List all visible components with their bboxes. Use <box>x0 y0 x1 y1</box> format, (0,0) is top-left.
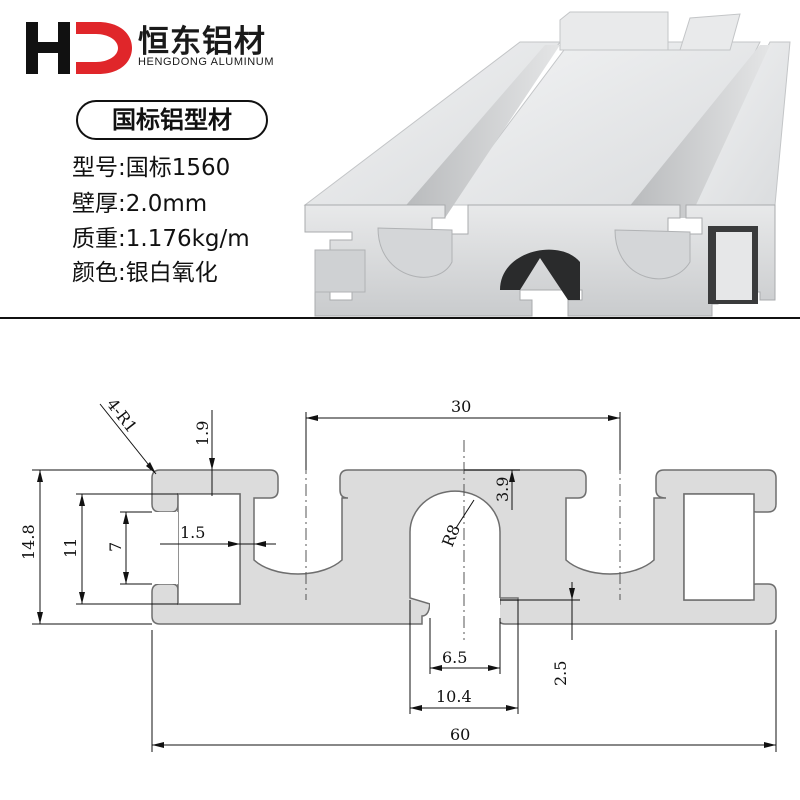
dim-top-lip: 1.9 <box>193 421 212 446</box>
spec-wall-thickness: 壁厚:2.0mm <box>72 184 207 218</box>
dim-slot-center-width: 30 <box>451 397 471 416</box>
spec-color-label: 颜色: <box>72 260 126 286</box>
dim-center-opening: 6.5 <box>442 648 467 667</box>
dim-total-width: 60 <box>450 725 470 744</box>
dim-center-outer: 10.4 <box>436 687 472 706</box>
dim-slot-opening: 7 <box>106 542 125 552</box>
spec-color-value: 银白氧化 <box>125 260 218 286</box>
spec-weight: 质重:1.176kg/m <box>72 219 250 253</box>
dim-slot-depth: 3.9 <box>493 477 512 502</box>
spec-model-value: 国标1560 <box>125 155 231 181</box>
spec-color: 颜色:银白氧化 <box>72 253 218 287</box>
dim-total-height: 14.8 <box>19 524 38 560</box>
brand-name-cn: 恒东铝材 <box>138 24 266 60</box>
dim-inner-height: 11 <box>61 538 80 558</box>
spec-wall-thickness-value: 2.0mm <box>125 191 208 217</box>
brand-name-en: HENGDONG ALUMINUM <box>138 56 275 68</box>
dim-bottom-thickness: 2.5 <box>551 661 570 686</box>
profile-cross-section-drawing: 30 60 10.4 6.5 1.5 14.8 11 7 1.9 3.9 2.5… <box>19 395 777 752</box>
spec-wall-thickness-label: 壁厚: <box>72 191 126 217</box>
dim-web-thickness: 1.5 <box>180 523 205 542</box>
profile-3d-render <box>303 11 791 317</box>
hd-logo <box>26 22 132 74</box>
spec-weight-value: 1.176kg/m <box>125 226 250 252</box>
section-divider <box>0 317 800 319</box>
logo-h-letter <box>26 22 70 74</box>
logo-d-letter <box>76 22 132 74</box>
product-title-badge: 国标铝型材 <box>76 100 268 140</box>
spec-model: 型号:国标1560 <box>72 148 230 182</box>
spec-model-label: 型号: <box>72 155 126 181</box>
spec-weight-label: 质重: <box>72 226 126 252</box>
